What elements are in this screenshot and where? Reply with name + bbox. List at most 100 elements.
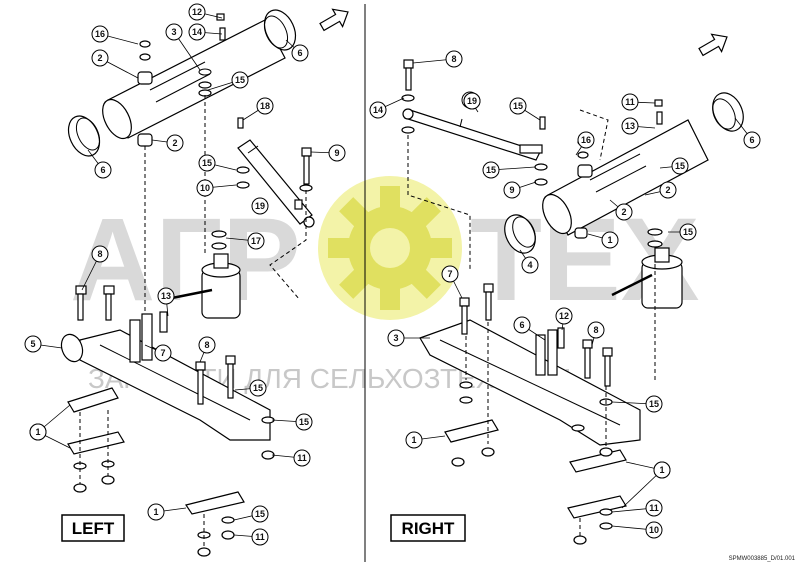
callout-circle — [157, 287, 175, 305]
callout-number: 14 — [192, 27, 202, 37]
callout-circle — [369, 101, 387, 119]
bolt — [225, 355, 236, 365]
callout-circle — [251, 505, 269, 523]
callout-circle — [441, 265, 459, 283]
nut — [451, 457, 465, 467]
washer — [211, 242, 227, 250]
callout-circle — [198, 154, 216, 172]
nut — [236, 181, 250, 189]
callout-circle — [198, 336, 216, 354]
end-cap — [67, 115, 101, 157]
callout-number: 15 — [675, 161, 685, 171]
nut — [577, 151, 589, 159]
callout-number: 8 — [451, 54, 456, 64]
callout-number: 12 — [192, 7, 202, 17]
washer — [139, 40, 151, 48]
callout-circle — [91, 25, 109, 43]
washer — [647, 228, 663, 236]
callout-number: 19 — [467, 96, 477, 106]
bolt — [403, 59, 414, 69]
callout-circle — [196, 179, 214, 197]
callout-circle — [231, 71, 249, 89]
callout-number: 1 — [607, 235, 612, 245]
nut — [197, 547, 211, 557]
callout-number: 13 — [161, 291, 171, 301]
callout-circle — [645, 521, 663, 539]
callout-circle — [513, 316, 531, 334]
callout-circle — [509, 97, 527, 115]
nut — [101, 475, 115, 485]
callout-number: 15 — [253, 383, 263, 393]
callout-circle — [503, 181, 521, 199]
clamp-plate — [67, 431, 125, 455]
bolt — [405, 67, 412, 91]
callout-circle — [671, 157, 689, 175]
callout-number: 15 — [649, 399, 659, 409]
callout-circle — [463, 92, 481, 110]
callout-circle — [295, 413, 313, 431]
callout-number: 2 — [97, 53, 102, 63]
callout-number: 13 — [625, 121, 635, 131]
callout-number: 1 — [153, 507, 158, 517]
bushing — [577, 164, 593, 178]
direction-arrow-icon — [698, 33, 728, 57]
callout-number: 2 — [172, 138, 177, 148]
clamp-plate — [67, 387, 119, 413]
bolt — [461, 305, 468, 335]
bolt — [604, 355, 611, 387]
callout-circle — [256, 97, 274, 115]
callout-circle — [445, 50, 463, 68]
callout-number: 4 — [527, 260, 532, 270]
callout-circle — [154, 344, 172, 362]
washer — [571, 424, 585, 432]
grease-nipple — [656, 111, 663, 125]
callout-number: 7 — [160, 348, 165, 358]
bolt — [602, 347, 613, 357]
callout-number: 15 — [202, 158, 212, 168]
nut — [599, 447, 613, 457]
callout-number: 14 — [373, 105, 383, 115]
callout-number: 19 — [255, 201, 265, 211]
side-label-left: LEFT — [72, 519, 115, 538]
callout-number: 15 — [683, 227, 693, 237]
clamp-plate — [569, 449, 627, 473]
clamp-plate — [444, 419, 499, 443]
bolt — [103, 285, 115, 295]
callout-circle — [621, 93, 639, 111]
callout-circle — [521, 256, 539, 274]
support-frame — [60, 311, 271, 441]
callout-circle — [587, 321, 605, 339]
callout-number: 17 — [251, 236, 261, 246]
callout-circle — [328, 144, 346, 162]
callout-circle — [601, 231, 619, 249]
bolt — [197, 369, 204, 405]
callout-circle — [659, 181, 677, 199]
pivot-hub — [171, 253, 241, 319]
callout-number: 11 — [297, 453, 307, 463]
nut — [221, 530, 235, 540]
grease-nipple — [654, 99, 663, 107]
side-label-box-right — [390, 514, 466, 542]
callout-circle — [166, 134, 184, 152]
callout-circle — [743, 131, 761, 149]
callout-number: 15 — [255, 509, 265, 519]
end-cap — [712, 92, 744, 132]
bolt — [77, 293, 84, 321]
callout-circle — [91, 245, 109, 263]
callout-number: 15 — [486, 165, 496, 175]
nut — [534, 178, 548, 186]
side-label-right: RIGHT — [402, 519, 456, 538]
washer — [236, 166, 250, 174]
callout-number: 2 — [621, 207, 626, 217]
callout-number: 16 — [581, 135, 591, 145]
bolt — [195, 361, 206, 371]
callout-number: 8 — [593, 325, 598, 335]
drawing-code: SPMW003885_D/01.001 — [729, 556, 796, 562]
callout-circle — [293, 449, 311, 467]
bolt — [459, 297, 470, 307]
nut — [573, 535, 587, 545]
callout-circle — [645, 395, 663, 413]
bolt — [584, 347, 591, 379]
support-frame — [419, 319, 641, 446]
